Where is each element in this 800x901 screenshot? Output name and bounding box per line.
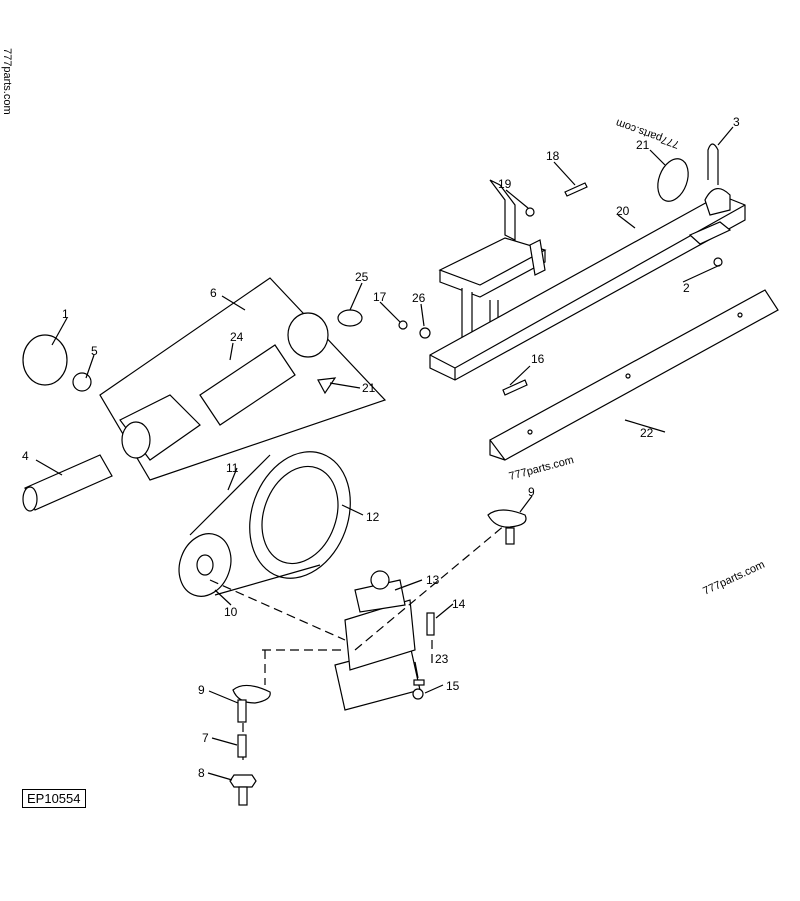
nut-2 bbox=[713, 257, 723, 267]
callout: 20 bbox=[616, 204, 630, 218]
callout: 12 bbox=[366, 510, 380, 524]
callout-labels: 1 2 3 4 5 6 7 8 9 9 10 11 12 13 14 15 16… bbox=[22, 115, 740, 780]
fitting-9-upper bbox=[487, 509, 527, 528]
callout: 7 bbox=[202, 731, 209, 745]
callout: 1 bbox=[62, 307, 69, 321]
air-compressor bbox=[334, 570, 421, 711]
clamp-25 bbox=[337, 309, 363, 327]
elbow-upper bbox=[505, 527, 515, 545]
callout: 6 bbox=[210, 286, 217, 300]
callout: 15 bbox=[446, 679, 460, 693]
bolt-18 bbox=[564, 182, 588, 197]
callout: 22 bbox=[640, 426, 654, 440]
hose-elbow bbox=[287, 312, 329, 358]
frame-bracket bbox=[429, 179, 746, 381]
nut-8 bbox=[229, 774, 257, 788]
pipe bbox=[24, 454, 113, 511]
clamp-5 bbox=[72, 372, 92, 392]
callout: 21 bbox=[362, 381, 376, 395]
cap bbox=[22, 334, 68, 386]
u-bolt bbox=[707, 143, 719, 185]
filter-element bbox=[199, 344, 296, 426]
callout: 19 bbox=[498, 177, 512, 191]
nut-19 bbox=[525, 207, 535, 217]
diagram-code: EP10554 bbox=[22, 789, 86, 808]
callout: 9 bbox=[528, 485, 535, 499]
bolt-16 bbox=[502, 379, 528, 396]
watermark-left: 777parts.com bbox=[1, 48, 13, 115]
callout: 4 bbox=[22, 449, 29, 463]
nipple-7 bbox=[237, 734, 247, 758]
bolt-14 bbox=[426, 612, 435, 636]
washer-26 bbox=[419, 327, 431, 339]
nut-15 bbox=[412, 688, 424, 700]
washer-23 bbox=[413, 679, 425, 686]
pulley-small bbox=[178, 533, 232, 597]
callout: 3 bbox=[733, 115, 740, 129]
callout: 18 bbox=[546, 149, 560, 163]
angle-bracket bbox=[489, 289, 779, 461]
callout: 26 bbox=[412, 291, 426, 305]
callout: 10 bbox=[224, 605, 238, 619]
watermark-right: 777parts.com bbox=[701, 559, 766, 598]
cover-plate bbox=[657, 158, 689, 202]
nut-17 bbox=[398, 320, 408, 330]
callout: 23 bbox=[435, 652, 449, 666]
callout: 24 bbox=[230, 330, 244, 344]
callout: 17 bbox=[373, 290, 387, 304]
leader-lines bbox=[35, 126, 734, 781]
callout: 21 bbox=[636, 138, 650, 152]
elbow-lower bbox=[237, 699, 247, 723]
callout: 13 bbox=[426, 573, 440, 587]
callout: 14 bbox=[452, 597, 466, 611]
belt bbox=[189, 454, 321, 596]
callout: 5 bbox=[91, 344, 98, 358]
valve-21 bbox=[317, 377, 337, 395]
callout: 2 bbox=[683, 281, 690, 295]
callout: 9 bbox=[198, 683, 205, 697]
callout: 11 bbox=[226, 461, 239, 475]
callout: 8 bbox=[198, 766, 205, 780]
callout: 25 bbox=[355, 270, 369, 284]
pulley-large bbox=[249, 451, 351, 579]
watermark-mid: 777parts.com bbox=[508, 454, 575, 483]
callout: 16 bbox=[531, 352, 545, 366]
